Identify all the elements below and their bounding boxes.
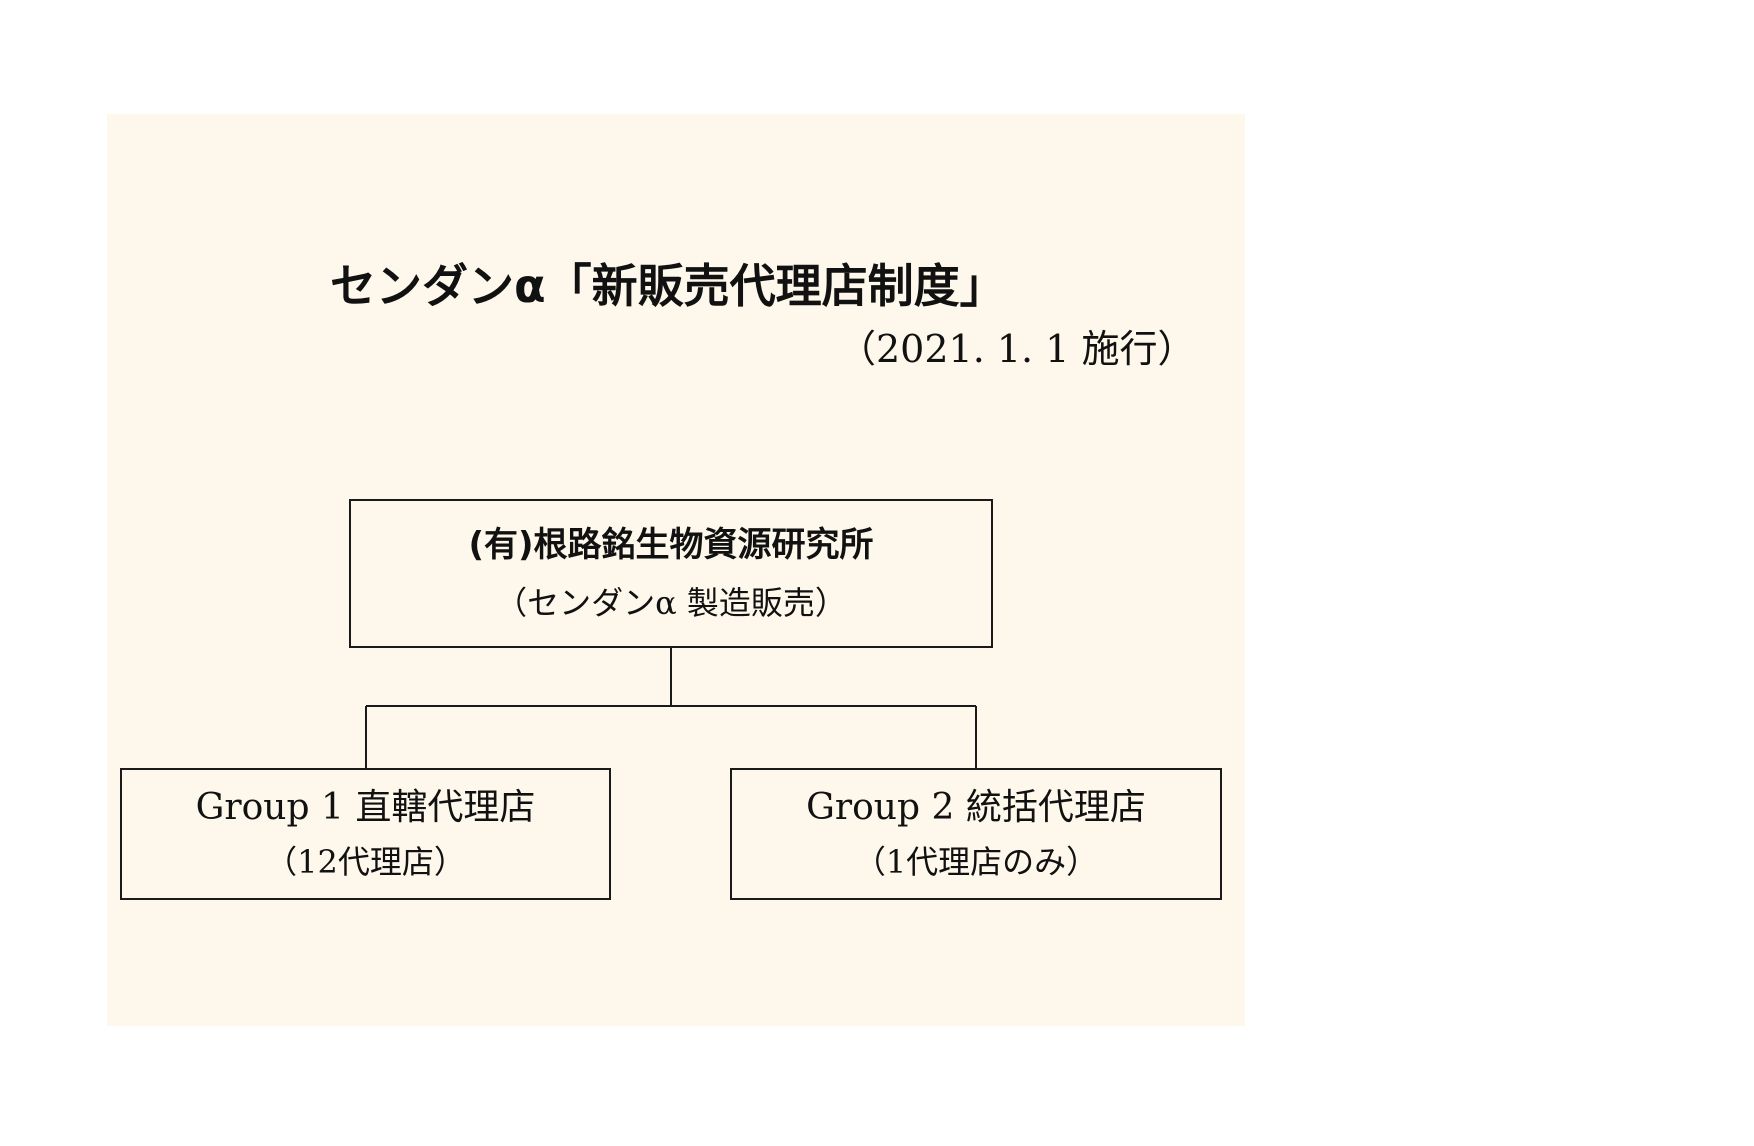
chart-title: センダンα「新販売代理店制度」 (330, 259, 1006, 313)
root-node-box: (有)根路銘生物資源研究所 （センダンα 製造販売） (349, 499, 993, 648)
group2-node-box: Group 2 統括代理店 （1代理店のみ） (730, 768, 1222, 900)
group2-node-description: （1代理店のみ） (853, 843, 1099, 882)
root-node-name: (有)根路銘生物資源研究所 (468, 524, 874, 565)
root-node-description: （センダンα 製造販売） (495, 583, 847, 622)
group1-node-box: Group 1 直轄代理店 （12代理店） (120, 768, 611, 900)
group1-node-description: （12代理店） (265, 843, 466, 882)
background-panel (107, 114, 1245, 1026)
group2-node-name: Group 2 統括代理店 (806, 787, 1146, 829)
effective-date: （2021. 1. 1 施行） (838, 327, 1196, 371)
group1-node-name: Group 1 直轄代理店 (195, 787, 536, 829)
